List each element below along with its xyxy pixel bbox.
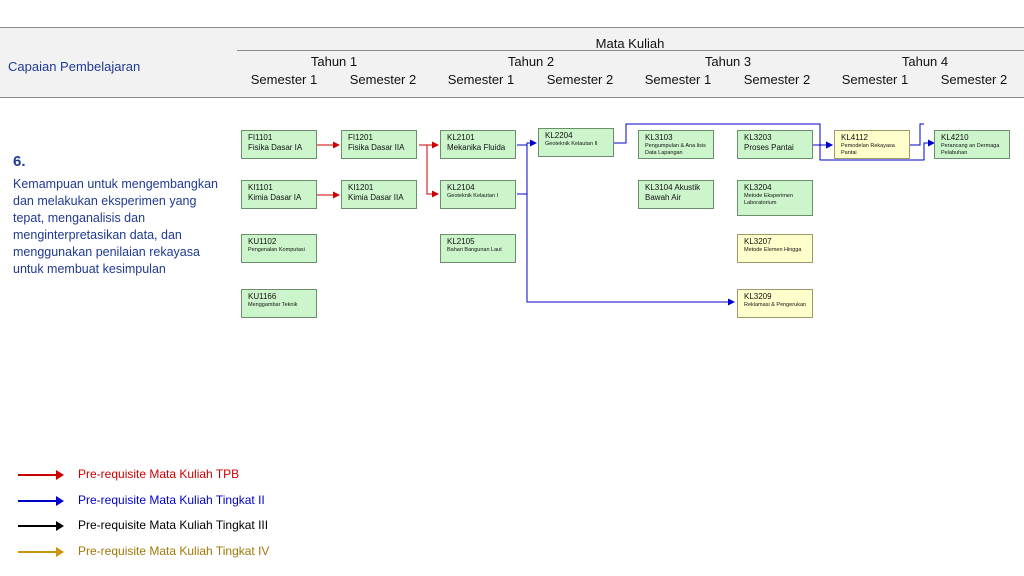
year-3-label: Tahun 3 bbox=[704, 54, 752, 69]
outcome-text: Kemampuan untuk mengembangkan dan melaku… bbox=[13, 177, 218, 276]
legend-label-tingkat-3: Pre-requisite Mata Kuliah Tingkat III bbox=[78, 518, 269, 532]
arrow-kl3203-kl4210 bbox=[819, 139, 935, 161]
arrow-kl2104-kl3209 bbox=[526, 194, 735, 306]
legend-arrow-tingkat-4 bbox=[18, 547, 64, 557]
year-4-label: Tahun 4 bbox=[901, 54, 949, 69]
legend-label-tingkat-4: Pre-requisite Mata Kuliah Tingkat IV bbox=[78, 544, 270, 558]
legend-label-tingkat-2: Pre-requisite Mata Kuliah Tingkat II bbox=[78, 493, 265, 507]
semester-3-1: Semester 1 bbox=[644, 72, 712, 87]
semester-4-1: Semester 1 bbox=[841, 72, 909, 87]
semester-1-1: Semester 1 bbox=[250, 72, 318, 87]
arrow-fi1201-kl2104 bbox=[419, 144, 439, 198]
arrow-kl4112-kl4210 bbox=[910, 123, 924, 146]
semester-3-2: Semester 2 bbox=[743, 72, 811, 87]
capaian-pembelajaran-label: Capaian Pembelajaran bbox=[8, 59, 141, 74]
year-2-label: Tahun 2 bbox=[507, 54, 555, 69]
arrow-kl2104-kl2204 bbox=[517, 143, 528, 195]
outcome-number: 6. bbox=[13, 153, 26, 170]
legend-label-tpb: Pre-requisite Mata Kuliah TPB bbox=[78, 467, 240, 481]
legend-arrow-tingkat-2 bbox=[18, 496, 64, 506]
semester-2-1: Semester 1 bbox=[447, 72, 515, 87]
semester-1-2: Semester 2 bbox=[349, 72, 417, 87]
header-divider bbox=[237, 50, 1024, 51]
semester-2-2: Semester 2 bbox=[546, 72, 614, 87]
legend-arrow-tpb bbox=[18, 470, 64, 480]
semester-4-2: Semester 2 bbox=[940, 72, 1008, 87]
year-1-label: Tahun 1 bbox=[310, 54, 358, 69]
header-band bbox=[0, 27, 1024, 98]
legend-arrow-tingkat-3 bbox=[18, 521, 64, 531]
mata-kuliah-label: Mata Kuliah bbox=[595, 36, 665, 51]
